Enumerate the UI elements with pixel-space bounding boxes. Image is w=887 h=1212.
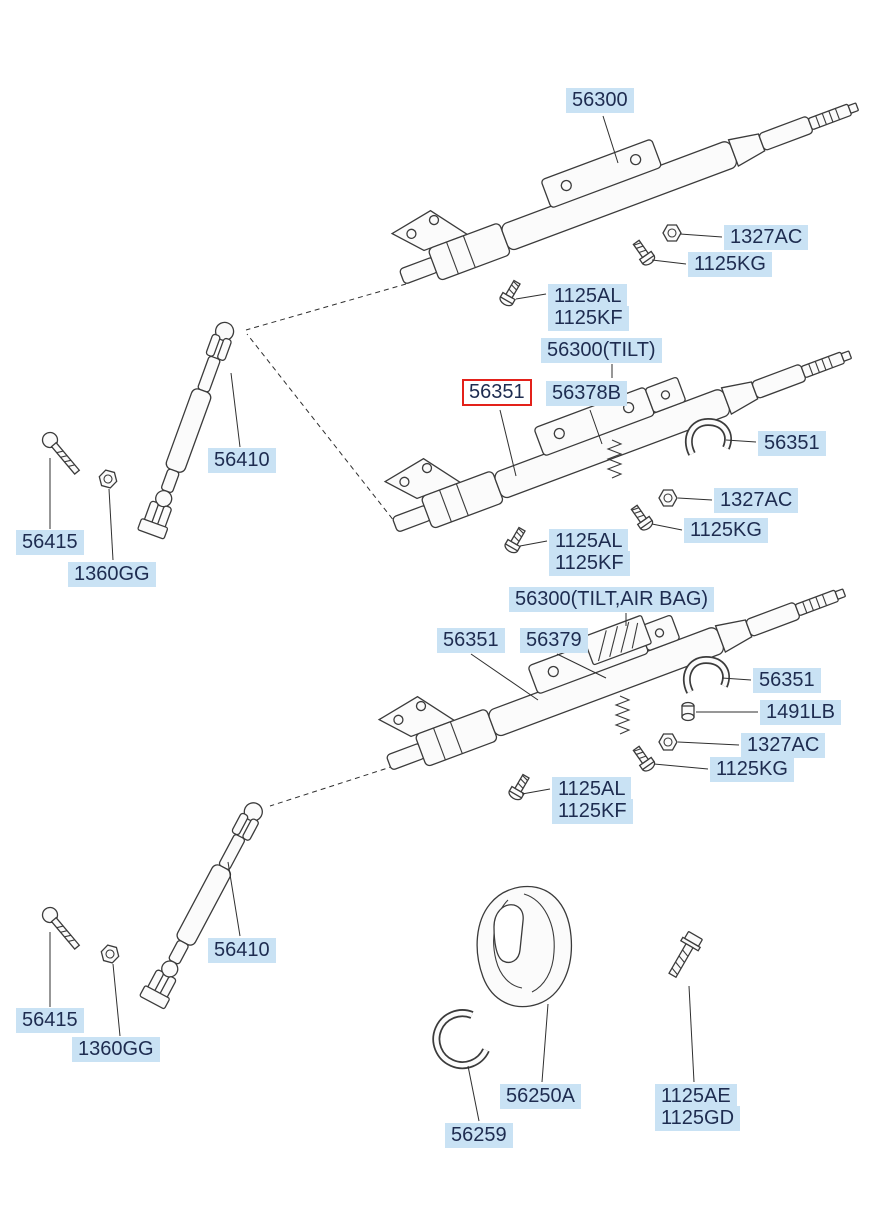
part-label-1125ae[interactable]: 1125AE [655, 1084, 737, 1109]
part-label-1125kg-bottom[interactable]: 1125KG [710, 757, 794, 782]
part-label-1125kf-top[interactable]: 1125KF [548, 306, 629, 331]
spring-airbag-drawing [615, 695, 630, 735]
part-label-1125kf-bottom[interactable]: 1125KF [552, 799, 633, 824]
nut-1327ac-bottom-drawing [658, 733, 678, 751]
part-label-1360gg-lower[interactable]: 1360GG [72, 1037, 160, 1062]
part-label-1491lb[interactable]: 1491LB [760, 700, 841, 725]
column-cover-drawing [476, 885, 573, 1008]
part-label-56410-upper[interactable]: 56410 [208, 448, 276, 473]
bolt-1125kg-top-drawing [629, 237, 658, 268]
part-label-1125kg-top[interactable]: 1125KG [688, 252, 772, 277]
part-label-1125kf-mid[interactable]: 1125KF [549, 551, 630, 576]
bolt-56415-lower-drawing [38, 903, 84, 953]
nut-1360gg-lower-drawing [98, 943, 122, 965]
part-label-56379[interactable]: 56379 [520, 628, 588, 653]
assembly-dash-lines [245, 283, 407, 807]
hook-56351-tilt-drawing [689, 422, 728, 454]
part-label-56415-lower[interactable]: 56415 [16, 1008, 84, 1033]
leader-lines [49, 115, 758, 1122]
nut-1360gg-upper-drawing [96, 468, 120, 490]
part-label-56300-tilt-airbag[interactable]: 56300(TILT,AIR BAG) [509, 587, 715, 612]
nut-1327ac-top-drawing [662, 224, 682, 242]
bolt-1125al-bottom-drawing [506, 772, 533, 803]
part-label-56351-highlighted[interactable]: 56351 [462, 379, 532, 406]
part-label-1125al-mid[interactable]: 1125AL [549, 529, 629, 554]
part-label-1125al-top[interactable]: 1125AL [548, 284, 628, 309]
bolt-1125al-top-drawing [497, 278, 524, 309]
part-label-56300[interactable]: 56300 [566, 88, 634, 113]
part-label-56250a[interactable]: 56250A [500, 1084, 581, 1109]
intermediate-shaft-upper-drawing [136, 317, 242, 540]
bolt-1125kg-mid-drawing [627, 502, 656, 533]
bolt-1125ae-drawing [663, 929, 705, 981]
bolt-1125kg-bottom-drawing [629, 743, 658, 774]
part-label-56410-lower[interactable]: 56410 [208, 938, 276, 963]
part-label-1327ac-mid[interactable]: 1327AC [714, 488, 799, 513]
part-label-56351-airbag-right[interactable]: 56351 [753, 668, 821, 693]
part-label-1360gg-upper[interactable]: 1360GG [68, 562, 156, 587]
part-label-1327ac-top[interactable]: 1327AC [724, 225, 809, 250]
bolt-56415-upper-drawing [38, 428, 84, 478]
part-label-56351-tilt-right[interactable]: 56351 [758, 431, 826, 456]
part-label-56300-tilt[interactable]: 56300(TILT) [541, 338, 662, 363]
part-label-1327ac-bottom[interactable]: 1327AC [741, 733, 826, 758]
bolt-1125al-mid-drawing [502, 525, 529, 556]
part-label-56259[interactable]: 56259 [445, 1123, 513, 1148]
part-label-56351-airbag-left[interactable]: 56351 [437, 628, 505, 653]
part-label-56378b[interactable]: 56378B [546, 381, 627, 406]
part-label-56415-upper[interactable]: 56415 [16, 530, 84, 555]
clamp-drawing [432, 1009, 490, 1070]
part-label-1125gd[interactable]: 1125GD [655, 1106, 741, 1131]
pin-1491lb-drawing [681, 701, 695, 722]
hook-56351-airbag-drawing [687, 660, 726, 692]
part-label-1125al-bottom[interactable]: 1125AL [552, 777, 632, 802]
part-label-1125kg-mid[interactable]: 1125KG [684, 518, 768, 543]
nut-1327ac-mid-drawing [658, 489, 678, 507]
intermediate-shaft-lower-drawing [138, 796, 271, 1010]
